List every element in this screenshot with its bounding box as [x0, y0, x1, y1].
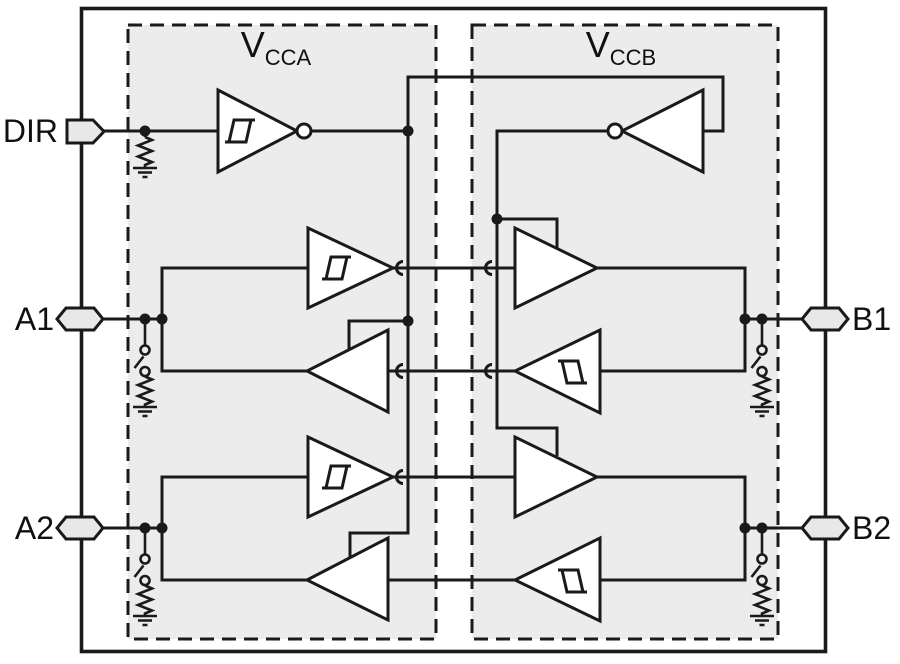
switch-blade-icon — [133, 564, 145, 578]
ch2-b-schmitt-buffer — [511, 535, 602, 624]
buffer-triangle-icon — [513, 225, 601, 311]
junction-dot — [491, 213, 503, 225]
a2-pin — [55, 515, 105, 541]
ground-icon — [133, 405, 157, 418]
ch1-b-schmitt-buffer — [511, 327, 602, 416]
b1-switched-pulldown — [750, 319, 774, 418]
switch-contact-icon — [756, 365, 768, 378]
junction-dot — [402, 125, 414, 137]
junction-dot — [156, 313, 168, 325]
b2-pin — [800, 515, 850, 541]
dir-b-side-bus-wire — [495, 129, 608, 456]
inverter-bubble-icon — [606, 122, 624, 140]
resistor-icon — [134, 375, 156, 407]
b2-switched-pulldown — [750, 528, 774, 627]
ground-icon — [750, 614, 774, 627]
junction-dot — [739, 522, 751, 534]
dir-schmitt-inverter — [216, 87, 313, 175]
dir-pin-label: DIR — [3, 113, 58, 149]
a2-pin-group: A2 — [15, 510, 105, 546]
dir-crossover-top-wire — [406, 75, 725, 133]
buffer-triangle-icon — [511, 535, 602, 624]
resistor-icon — [134, 584, 156, 616]
switch-blade-icon — [750, 564, 762, 578]
junction-dot — [402, 315, 414, 327]
hysteresis-icon — [322, 255, 351, 281]
hysteresis-icon — [225, 118, 255, 144]
ground-icon — [750, 405, 774, 418]
ch2-a-receiver-output-wire — [160, 528, 307, 582]
resistor-icon — [751, 375, 773, 407]
hysteresis-icon — [558, 568, 587, 594]
junction-dot — [156, 522, 168, 534]
ch1-b-driver-enable-wire — [497, 217, 559, 248]
switch-contact-icon — [756, 553, 768, 565]
a1-pin-label: A1 — [15, 301, 54, 337]
buffer-triangle-icon — [303, 535, 390, 623]
switch-contact-icon — [139, 574, 151, 587]
b1-pin-label: B1 — [852, 301, 891, 337]
junction-dot — [139, 125, 151, 137]
resistor-icon — [134, 135, 156, 168]
ch1-a-receiver-output-wire — [160, 319, 307, 373]
a1-pin-group: A1 — [15, 301, 105, 337]
switch-contact-icon — [139, 365, 151, 378]
wires — [104, 75, 802, 582]
ch1-a-schmitt-buffer — [306, 225, 397, 311]
inverter-bubble-icon — [295, 122, 313, 140]
ground-icon — [133, 166, 157, 179]
vccb-label: VCCB — [586, 24, 656, 70]
ch1-a-receiver-enable-wire — [347, 319, 408, 351]
junction-dots — [139, 125, 768, 534]
switch-contact-icon — [139, 553, 151, 565]
ground-icon — [133, 614, 157, 627]
switch-blade-icon — [133, 355, 145, 369]
ch2-a-schmitt-buffer — [306, 434, 397, 520]
b1-pin-group: B1 — [800, 301, 891, 337]
hysteresis-icon — [322, 464, 351, 490]
buffer-triangle-icon — [513, 434, 601, 520]
junction-dot — [139, 522, 151, 534]
dir-pin — [65, 118, 107, 145]
inverter-triangle-icon — [216, 87, 301, 175]
vccb-inverter — [606, 87, 705, 175]
vccb-domain-region — [470, 23, 780, 641]
a1-pin — [55, 306, 105, 332]
dir-pin-group: DIR — [3, 113, 107, 149]
buffer-triangle-icon — [303, 327, 390, 415]
ch1-b-output-buffer — [513, 225, 601, 311]
wire-crossover-hop — [484, 260, 493, 276]
ch2-a-driver-input-wire — [160, 475, 308, 528]
wire-crossover-hop — [484, 363, 493, 379]
wire-crossover-hop — [395, 363, 404, 379]
vcca-label: VCCA — [241, 24, 312, 70]
buffer-triangle-icon — [306, 225, 397, 311]
ch2-b-output-buffer — [513, 434, 601, 520]
dir-bar-bus-wire — [348, 131, 410, 557]
buffer-triangle-icon — [511, 327, 602, 416]
ch1-a-driver-input-wire — [160, 266, 308, 319]
buffer-triangle-icon — [306, 434, 397, 520]
b1-pin — [800, 306, 850, 332]
inverter-triangle-icon — [618, 87, 705, 175]
ch1-a-output-buffer — [303, 327, 390, 415]
vcca-domain-region — [126, 23, 438, 641]
hysteresis-icon — [558, 359, 587, 385]
switch-contact-icon — [139, 344, 151, 356]
junction-dot — [139, 313, 151, 325]
junction-dot — [756, 313, 768, 325]
ch2-a-output-buffer — [303, 535, 390, 623]
switch-blade-icon — [750, 355, 762, 369]
a2-pin-label: A2 — [15, 510, 54, 546]
junction-dot — [739, 313, 751, 325]
resistor-icon — [751, 584, 773, 616]
switch-contact-icon — [756, 574, 768, 587]
b2-pin-label: B2 — [852, 510, 891, 546]
b2-pin-group: B2 — [800, 510, 891, 546]
junction-dot — [756, 522, 768, 534]
switch-contact-icon — [756, 344, 768, 356]
